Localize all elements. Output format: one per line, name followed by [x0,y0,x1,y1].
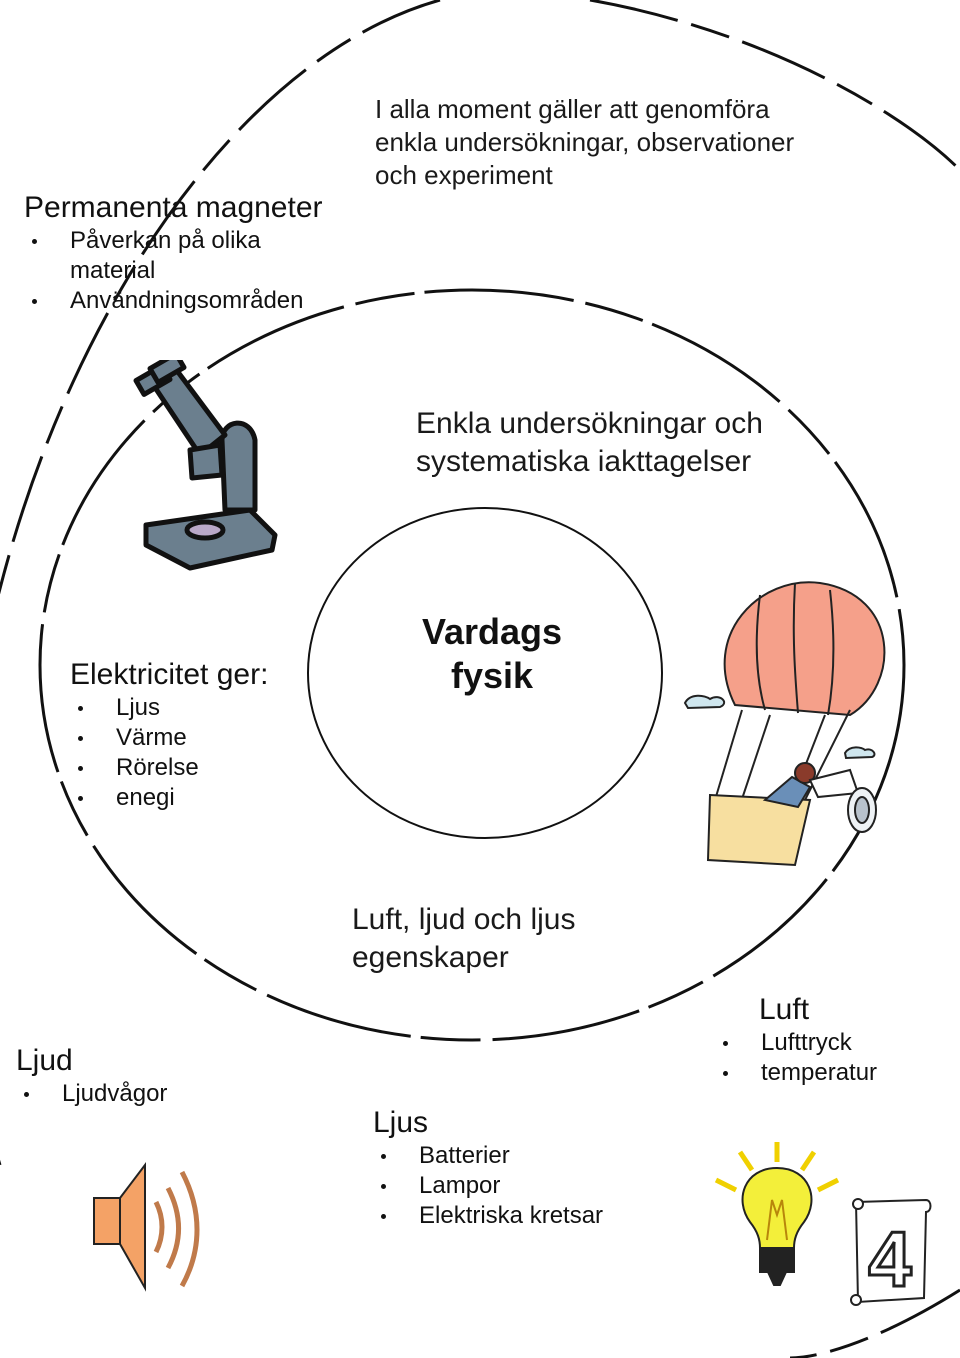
magnets-block: Permanenta magneter Påverkan på olika ma… [24,190,364,316]
list-item: Elektriska kretsar [373,1201,693,1231]
air-title: Luft [759,993,810,1026]
list-item: Lufttryck [715,1028,955,1058]
list-item: Användningsområden [24,286,364,316]
electricity-block: Elektricitet ger: Ljus Värme Rörelse ene… [70,657,330,813]
list-item: Påverkan på olika material [24,226,300,286]
light-title: Ljus [373,1106,429,1139]
list-item: temperatur [715,1058,955,1088]
microscope-icon [133,360,278,571]
middle-circle [38,288,906,1042]
magnets-list: Påverkan på olika material Användningsom… [24,226,364,316]
light-block: Ljus Batterier Lampor Elektriska kretsar [373,1105,693,1231]
list-item: Värme [70,723,330,753]
center-title: Vardags fysik [421,611,563,696]
light-bulb-icon [714,1142,840,1286]
speaker-icon [93,1162,200,1292]
properties-text: Luft, ljud och ljus egenskaper [352,903,576,974]
light-list: Batterier Lampor Elektriska kretsar [373,1141,693,1231]
electricity-title: Elektricitet ger: [70,658,269,691]
air-list: Lufttryck temperatur [715,1028,955,1088]
list-item: Batterier [373,1141,693,1171]
hot-air-balloon-icon [683,581,886,867]
inner-circle [307,507,663,839]
badge-number: 4 [868,1215,911,1303]
sound-block: Ljud Ljudvågor [16,1043,296,1109]
electricity-list: Ljus Värme Rörelse enegi [70,693,330,813]
list-item: Lampor [373,1171,693,1201]
list-item: enegi [70,783,330,813]
magnets-title: Permanenta magneter [24,191,323,224]
intro-text: I alla moment gäller att genomföra enkla… [375,94,795,190]
number-four-badge-icon: 4 [850,1198,932,1306]
sound-list: Ljudvågor [16,1079,296,1109]
list-item: Ljus [70,693,330,723]
investigations-text: Enkla undersökningar och systematiska ia… [416,407,763,478]
list-item: Ljudvågor [16,1079,296,1109]
list-item: Rörelse [70,753,330,783]
air-block: Luft Lufttryck temperatur [715,992,955,1088]
sound-title: Ljud [16,1044,73,1077]
